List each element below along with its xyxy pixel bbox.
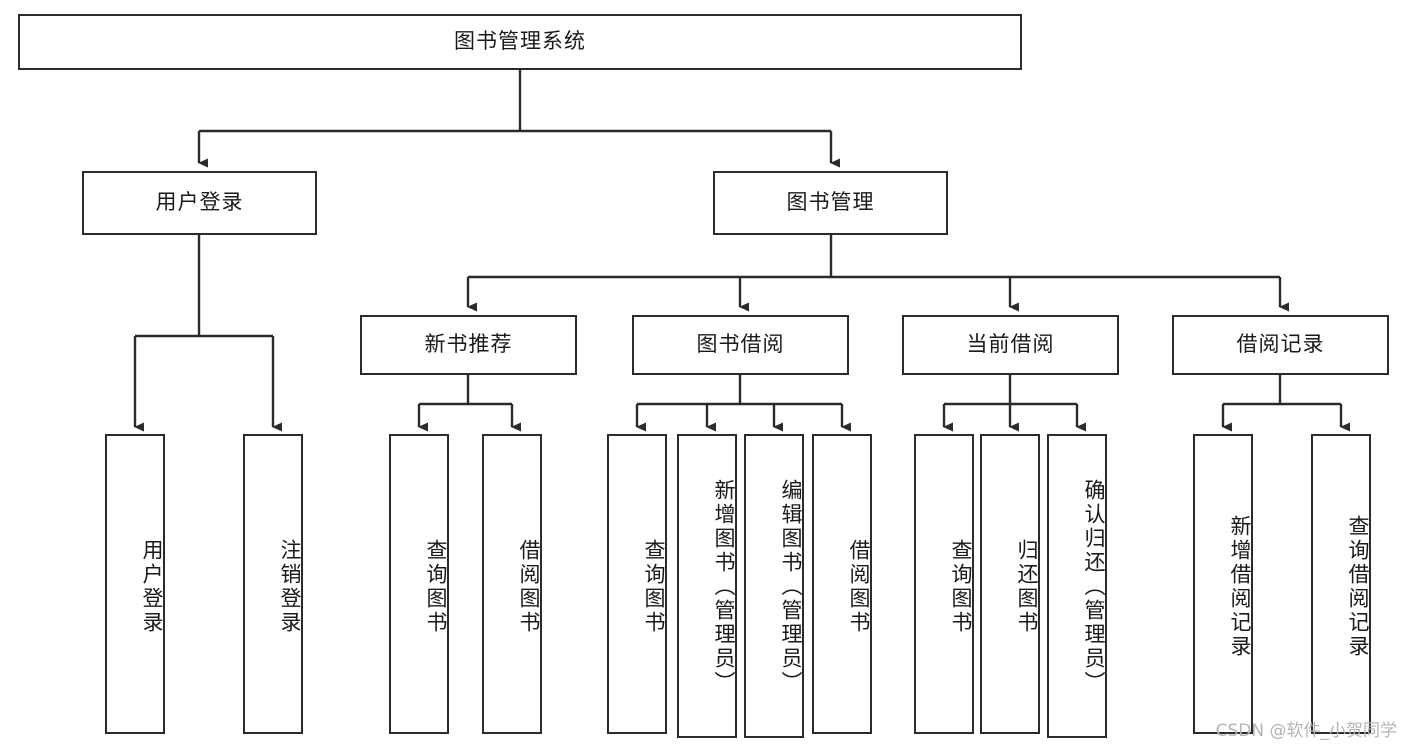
node-leaf-record-query[interactable]: 查询借阅记录 [1311,434,1371,734]
node-label: 新增图书（管理员） [712,479,736,695]
node-label: 借阅记录 [1236,332,1325,357]
node-current-borrow[interactable]: 当前借阅 [902,315,1119,375]
node-leaf-user-logout[interactable]: 注销登录 [243,434,303,734]
node-borrow-record[interactable]: 借阅记录 [1172,315,1389,375]
node-leaf-borrow-query-book[interactable]: 查询图书 [607,434,667,734]
node-label: 编辑图书（管理员） [779,479,803,695]
node-label: 注销登录 [278,539,302,635]
node-label: 新增借阅记录 [1228,515,1252,659]
node-book-manage[interactable]: 图书管理 [713,171,948,235]
node-leaf-current-return-book[interactable]: 归还图书 [980,434,1040,734]
node-label: 图书管理 [786,190,875,215]
node-label: 借阅图书 [517,539,541,635]
node-leaf-record-add[interactable]: 新增借阅记录 [1193,434,1253,734]
node-label: 确认归还（管理员） [1082,479,1106,695]
node-leaf-recommend-borrow-book[interactable]: 借阅图书 [482,434,542,734]
node-label: 借阅图书 [847,539,871,635]
node-root-book-management-system[interactable]: 图书管理系统 [18,14,1022,70]
node-label: 用户登录 [140,539,164,635]
csdn-watermark: CSDN @软件_小贺同学 [1215,721,1397,741]
node-label: 查询借阅记录 [1346,515,1370,659]
node-leaf-borrow-borrow-book[interactable]: 借阅图书 [812,434,872,734]
node-new-book-recommend[interactable]: 新书推荐 [360,315,577,375]
node-book-borrow[interactable]: 图书借阅 [632,315,849,375]
node-label: 查询图书 [642,539,666,635]
node-label: 归还图书 [1015,539,1039,635]
node-user-login[interactable]: 用户登录 [82,171,317,235]
node-label: 图书管理系统 [454,29,586,54]
node-leaf-borrow-edit-book[interactable]: 编辑图书（管理员） [744,434,804,738]
node-leaf-borrow-add-book[interactable]: 新增图书（管理员） [677,434,737,738]
node-label: 用户登录 [155,190,244,215]
node-leaf-user-login[interactable]: 用户登录 [105,434,165,734]
node-leaf-current-confirm-return[interactable]: 确认归还（管理员） [1047,434,1107,738]
node-label: 新书推荐 [424,332,513,357]
node-label: 图书借阅 [696,332,785,357]
node-label: 查询图书 [949,539,973,635]
node-label: 当前借阅 [966,332,1055,357]
node-leaf-current-query-book[interactable]: 查询图书 [914,434,974,734]
node-leaf-recommend-query-book[interactable]: 查询图书 [389,434,449,734]
node-label: 查询图书 [424,539,448,635]
